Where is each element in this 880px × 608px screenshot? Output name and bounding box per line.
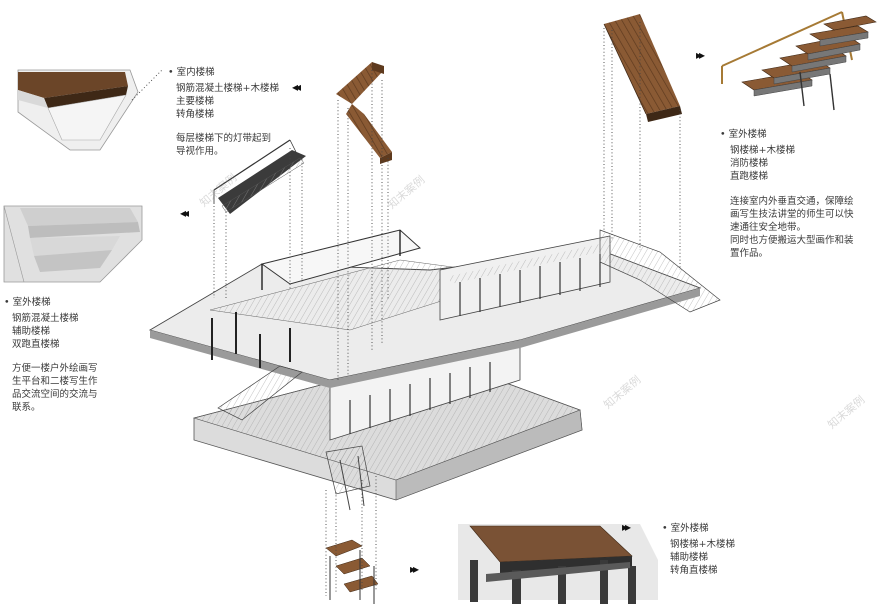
- outdoor-bottom-item-3: 转角直楼梯: [670, 565, 718, 576]
- outdoor-right-note-4: 同时也方便搬运大型画作和装: [730, 235, 854, 246]
- detail-concrete-step-left: [3, 205, 143, 283]
- indoor-stair-left-flight: [213, 139, 306, 214]
- outdoor-right-item-2: 消防楼梯: [730, 158, 769, 169]
- outdoor-left-note-3: 品交流空间的交流与: [12, 389, 98, 400]
- outdoor-bottom-item-2: 辅助楼梯: [670, 552, 709, 563]
- arrow-right-top: ▸▸: [696, 48, 705, 62]
- outdoor-left-title: 室外楼梯: [4, 296, 51, 309]
- outdoor-left-note-1: 方便一楼户外绘画写: [12, 363, 98, 374]
- arrow-right-bottom-detail: ▸▸: [622, 520, 631, 534]
- wood-stair-exploded-bottom: [325, 539, 379, 604]
- indoor-stair-note-1: 每层楼梯下的灯带起到: [176, 133, 272, 144]
- outdoor-right-note-5: 置作品。: [730, 248, 769, 259]
- indoor-stair-item-2: 主要楼梯: [176, 96, 215, 107]
- outdoor-right-note-1: 连接室内外垂直交通，保障绘: [730, 196, 854, 207]
- outdoor-left-item-1: 钢筋混凝土楼梯: [12, 313, 79, 324]
- arrow-left-stair: ◂◂: [180, 206, 189, 220]
- building-axonometric: [148, 229, 721, 511]
- indoor-stair-note-2: 导视作用。: [176, 146, 224, 157]
- outdoor-left-note-2: 生平台和二楼写生作: [12, 376, 98, 387]
- outdoor-bottom-title: 室外楼梯: [662, 522, 709, 535]
- outdoor-left-item-3: 双跑直楼梯: [12, 339, 60, 350]
- outdoor-bottom-item-1: 钢楼梯+木楼梯: [670, 539, 735, 550]
- indoor-stair-title: 室内楼梯: [168, 66, 215, 79]
- arrow-right-bottom: ▸▸: [410, 562, 419, 576]
- outdoor-right-title: 室外楼梯: [720, 128, 767, 141]
- outdoor-left-note-4: 联系。: [12, 402, 41, 413]
- outdoor-left-item-2: 辅助楼梯: [12, 326, 51, 337]
- outdoor-right-item-3: 直跑楼梯: [730, 171, 769, 182]
- wood-stair-exploded-center: [336, 62, 392, 164]
- dotted-leaders: [131, 22, 681, 596]
- detail-steel-wood-stair: [721, 11, 877, 111]
- outdoor-right-note-2: 画写生技法讲堂的师生可以快: [730, 209, 854, 220]
- outdoor-right-note-3: 速通往安全地带。: [730, 222, 807, 233]
- wood-stair-exploded-right: [603, 14, 682, 122]
- indoor-stair-item-1: 钢筋混凝土楼梯+木楼梯: [176, 83, 279, 94]
- arrow-left-indoor: ◂◂: [292, 80, 301, 94]
- indoor-stair-item-3: 转角楼梯: [176, 109, 215, 120]
- detail-indoor-step-top: [17, 69, 139, 151]
- outdoor-right-item-1: 钢楼梯+木楼梯: [730, 145, 795, 156]
- detail-bottom-structure: [458, 524, 658, 604]
